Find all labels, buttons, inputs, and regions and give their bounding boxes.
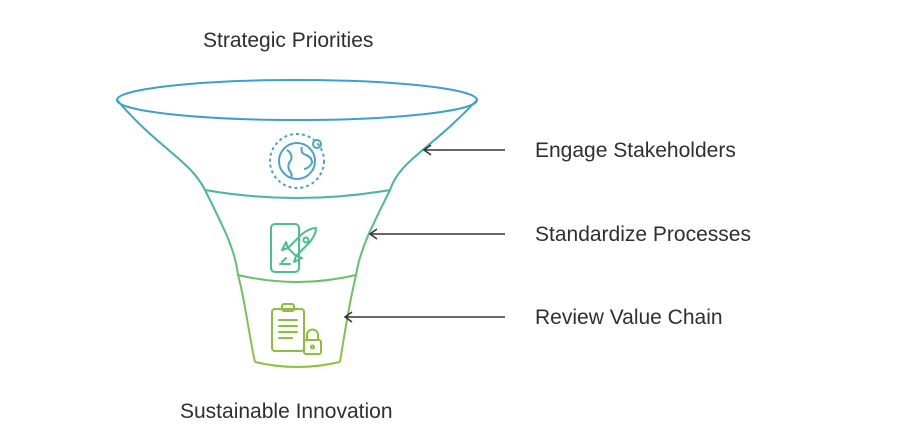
funnel-top-label: Strategic Priorities	[203, 29, 374, 52]
funnel-left-side	[116, 99, 256, 363]
connector-arrows	[343, 144, 505, 323]
funnel-right-side	[339, 99, 478, 363]
globe-icon	[269, 133, 325, 189]
funnel-body	[116, 79, 478, 368]
funnel-divider-1	[204, 189, 391, 199]
funnel-base	[254, 361, 341, 368]
stage-label-engage-stakeholders: Engage Stakeholders	[535, 139, 736, 162]
arrow-stage-2	[368, 228, 505, 240]
arrow-stage-3	[343, 311, 505, 323]
funnel-bottom-label: Sustainable Innovation	[180, 400, 393, 423]
phone-rocket-icon	[270, 223, 317, 273]
funnel-divider-2	[237, 274, 357, 283]
clipboard-lock-icon	[271, 303, 322, 355]
stage-label-review-value-chain: Review Value Chain	[535, 306, 723, 329]
stage-label-standardize-processes: Standardize Processes	[535, 223, 751, 246]
arrow-stage-1	[422, 144, 505, 156]
funnel-rim	[116, 79, 478, 121]
